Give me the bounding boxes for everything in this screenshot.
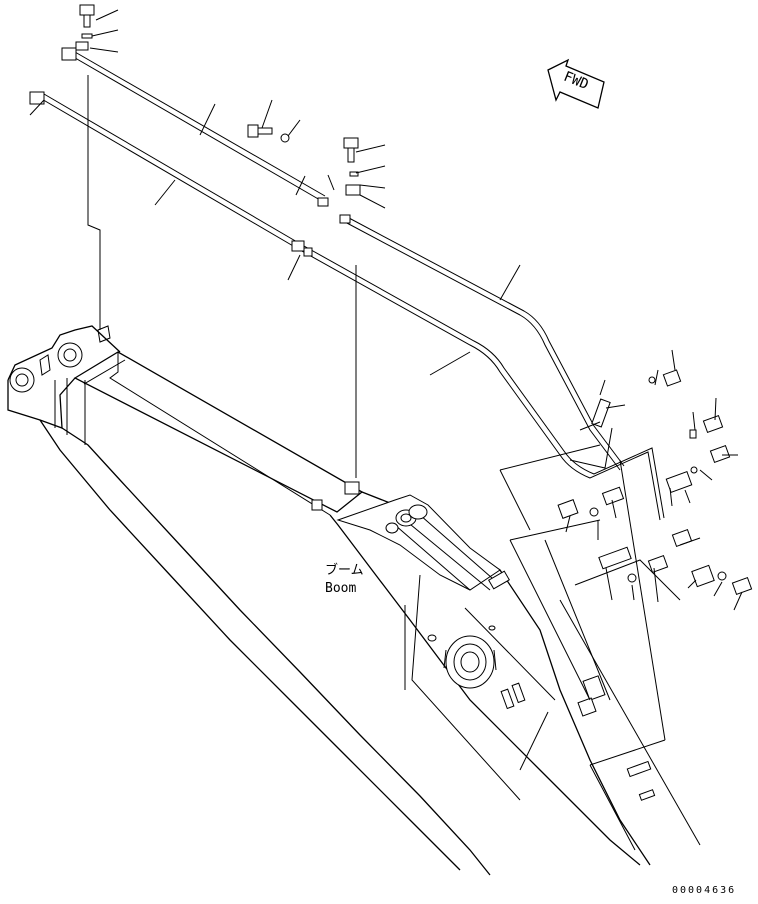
fwd-arrow: FWD	[547, 58, 605, 109]
piping	[29, 47, 665, 521]
boom-label-en: Boom	[325, 581, 356, 596]
hardware	[75, 4, 753, 596]
boom-structure	[7, 325, 656, 876]
fwd-label: FWD	[561, 69, 590, 93]
boom-label-jp: ブーム	[325, 562, 364, 578]
reference-lines	[87, 75, 701, 851]
leader-lines	[29, 9, 743, 611]
drawing-number: 00004636	[672, 885, 736, 896]
bolt-top-left	[79, 4, 95, 28]
